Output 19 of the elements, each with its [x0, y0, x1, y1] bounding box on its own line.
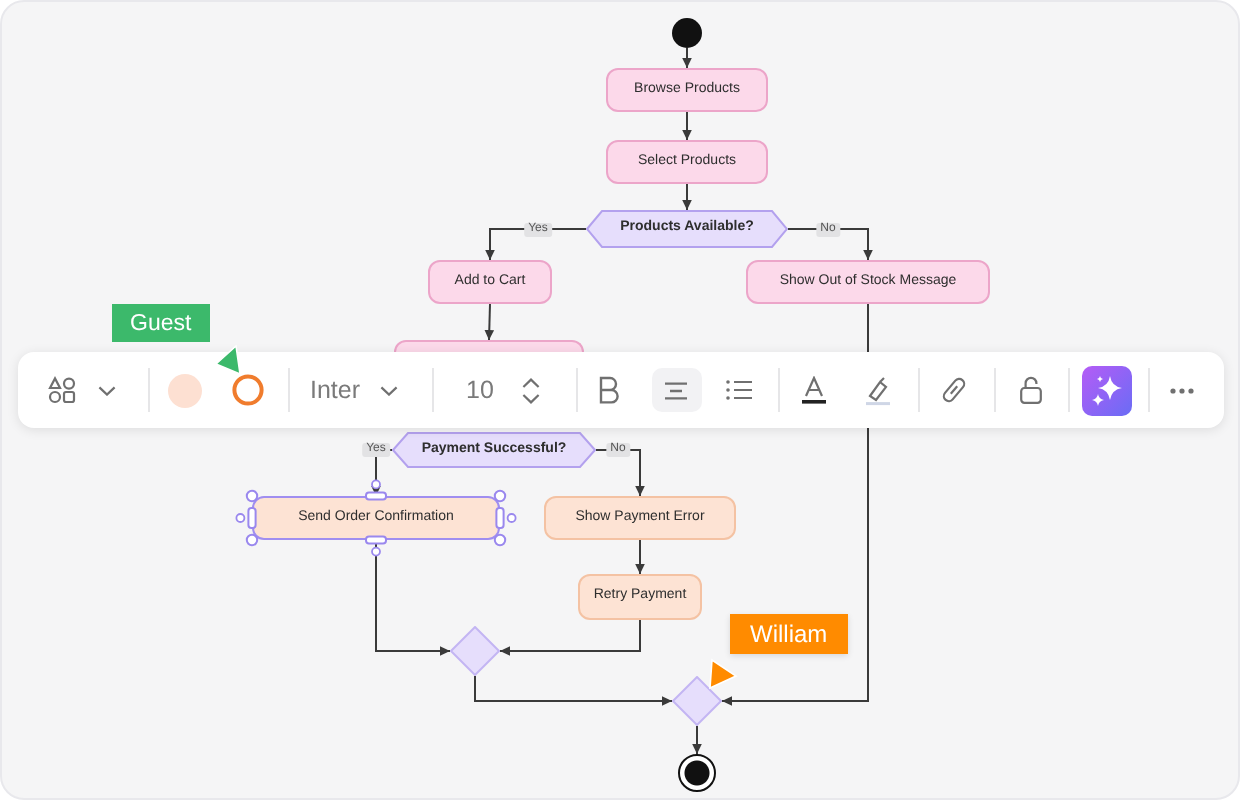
font-name-label: Inter: [310, 376, 361, 404]
arrow: [499, 619, 641, 656]
arrow: [485, 228, 587, 261]
arrow: [682, 183, 692, 211]
user-name-tag: William: [730, 614, 848, 654]
arrow: [682, 47, 692, 69]
arrow: [484, 303, 495, 341]
arrow: [635, 539, 645, 575]
merge-diamond: [450, 626, 500, 676]
font-size-label: 10: [466, 376, 494, 404]
arrow: [682, 111, 692, 141]
user-name-tag: Guest: [112, 304, 210, 342]
end-circle: [678, 754, 716, 792]
arrow: [375, 539, 451, 656]
start-circle: [672, 18, 702, 48]
arrow: [474, 675, 673, 706]
arrow: [692, 725, 702, 755]
process-box: [394, 340, 584, 352]
merge-diamond: [672, 676, 722, 726]
